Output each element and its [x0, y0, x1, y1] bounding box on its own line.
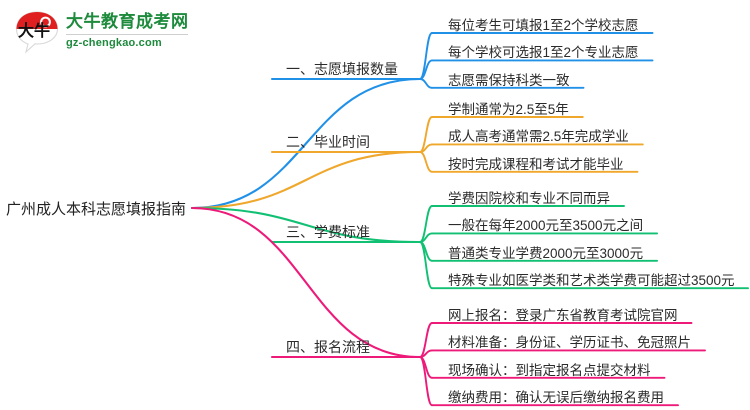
leaf-node-3-2[interactable]: 一般在每年2000元至3500元之间 — [448, 218, 644, 234]
connector-line — [419, 151, 433, 173]
branch-node-4[interactable]: 四、报名流程 — [286, 339, 370, 355]
leaf-node-3-1[interactable]: 学费因院校和专业不同而异 — [448, 191, 610, 206]
leaf-node-4-4[interactable]: 缴纳费用：确认无误后缴纳报名费用 — [448, 390, 664, 406]
connector-line — [419, 356, 433, 407]
leaf-node-2-2[interactable]: 成人高考通常需2.5年完成学业 — [448, 129, 629, 145]
branch-node-2[interactable]: 二、毕业时间 — [286, 134, 370, 150]
connector-line — [190, 150, 422, 210]
svg-text:大牛: 大牛 — [18, 21, 50, 40]
connector-line — [419, 78, 433, 89]
connector-line — [190, 206, 422, 244]
connector-line — [419, 232, 433, 243]
connector-line — [190, 206, 422, 359]
connector-line — [190, 77, 422, 210]
leaf-node-2-1[interactable]: 学制通常为2.5至5年 — [448, 102, 569, 117]
connector-line — [419, 322, 433, 358]
leaf-node-3-3[interactable]: 普通类专业学费2000元至3000元 — [448, 245, 644, 261]
leaf-node-1-2[interactable]: 每个学校可选报1至2个专业志愿 — [448, 45, 639, 61]
leaf-node-4-1[interactable]: 网上报名：登录广东省教育考试院官网 — [448, 308, 678, 323]
leaf-node-1-1[interactable]: 每位考生可填报1至2个学校志愿 — [448, 18, 639, 33]
branch-node-1[interactable]: 一、志愿填报数量 — [286, 61, 398, 77]
leaf-node-2-3[interactable]: 按时完成课程和考试才能毕业 — [448, 156, 624, 172]
logo-domain: gz-chengkao.com — [66, 37, 162, 49]
root-node-label: 广州成人本科志愿填报指南 — [6, 201, 187, 218]
leaf-node-4-3[interactable]: 现场确认：到指定报名点提交材料 — [448, 362, 651, 378]
connector-line — [419, 241, 433, 290]
leaf-node-1-3[interactable]: 志愿需保持科类一致 — [448, 72, 570, 88]
connector-line — [419, 143, 433, 153]
site-logo: 大牛 大牛教育成考网 gz-chengkao.com — [14, 8, 189, 56]
logo-title: 大牛教育成考网 — [66, 12, 189, 31]
leaf-node-4-2[interactable]: 材料准备：身份证、学历证书、免冠照片 — [448, 335, 691, 351]
logo-mark-icon: 大牛 — [15, 11, 59, 54]
logo-divider — [66, 34, 188, 35]
logo-text-block: 大牛教育成考网 gz-chengkao.com — [66, 12, 190, 50]
leaf-node-3-4[interactable]: 特殊专业如医学类和艺术类学费可能超过3500元 — [448, 273, 735, 289]
branch-node-3[interactable]: 三、学费标准 — [286, 224, 370, 240]
